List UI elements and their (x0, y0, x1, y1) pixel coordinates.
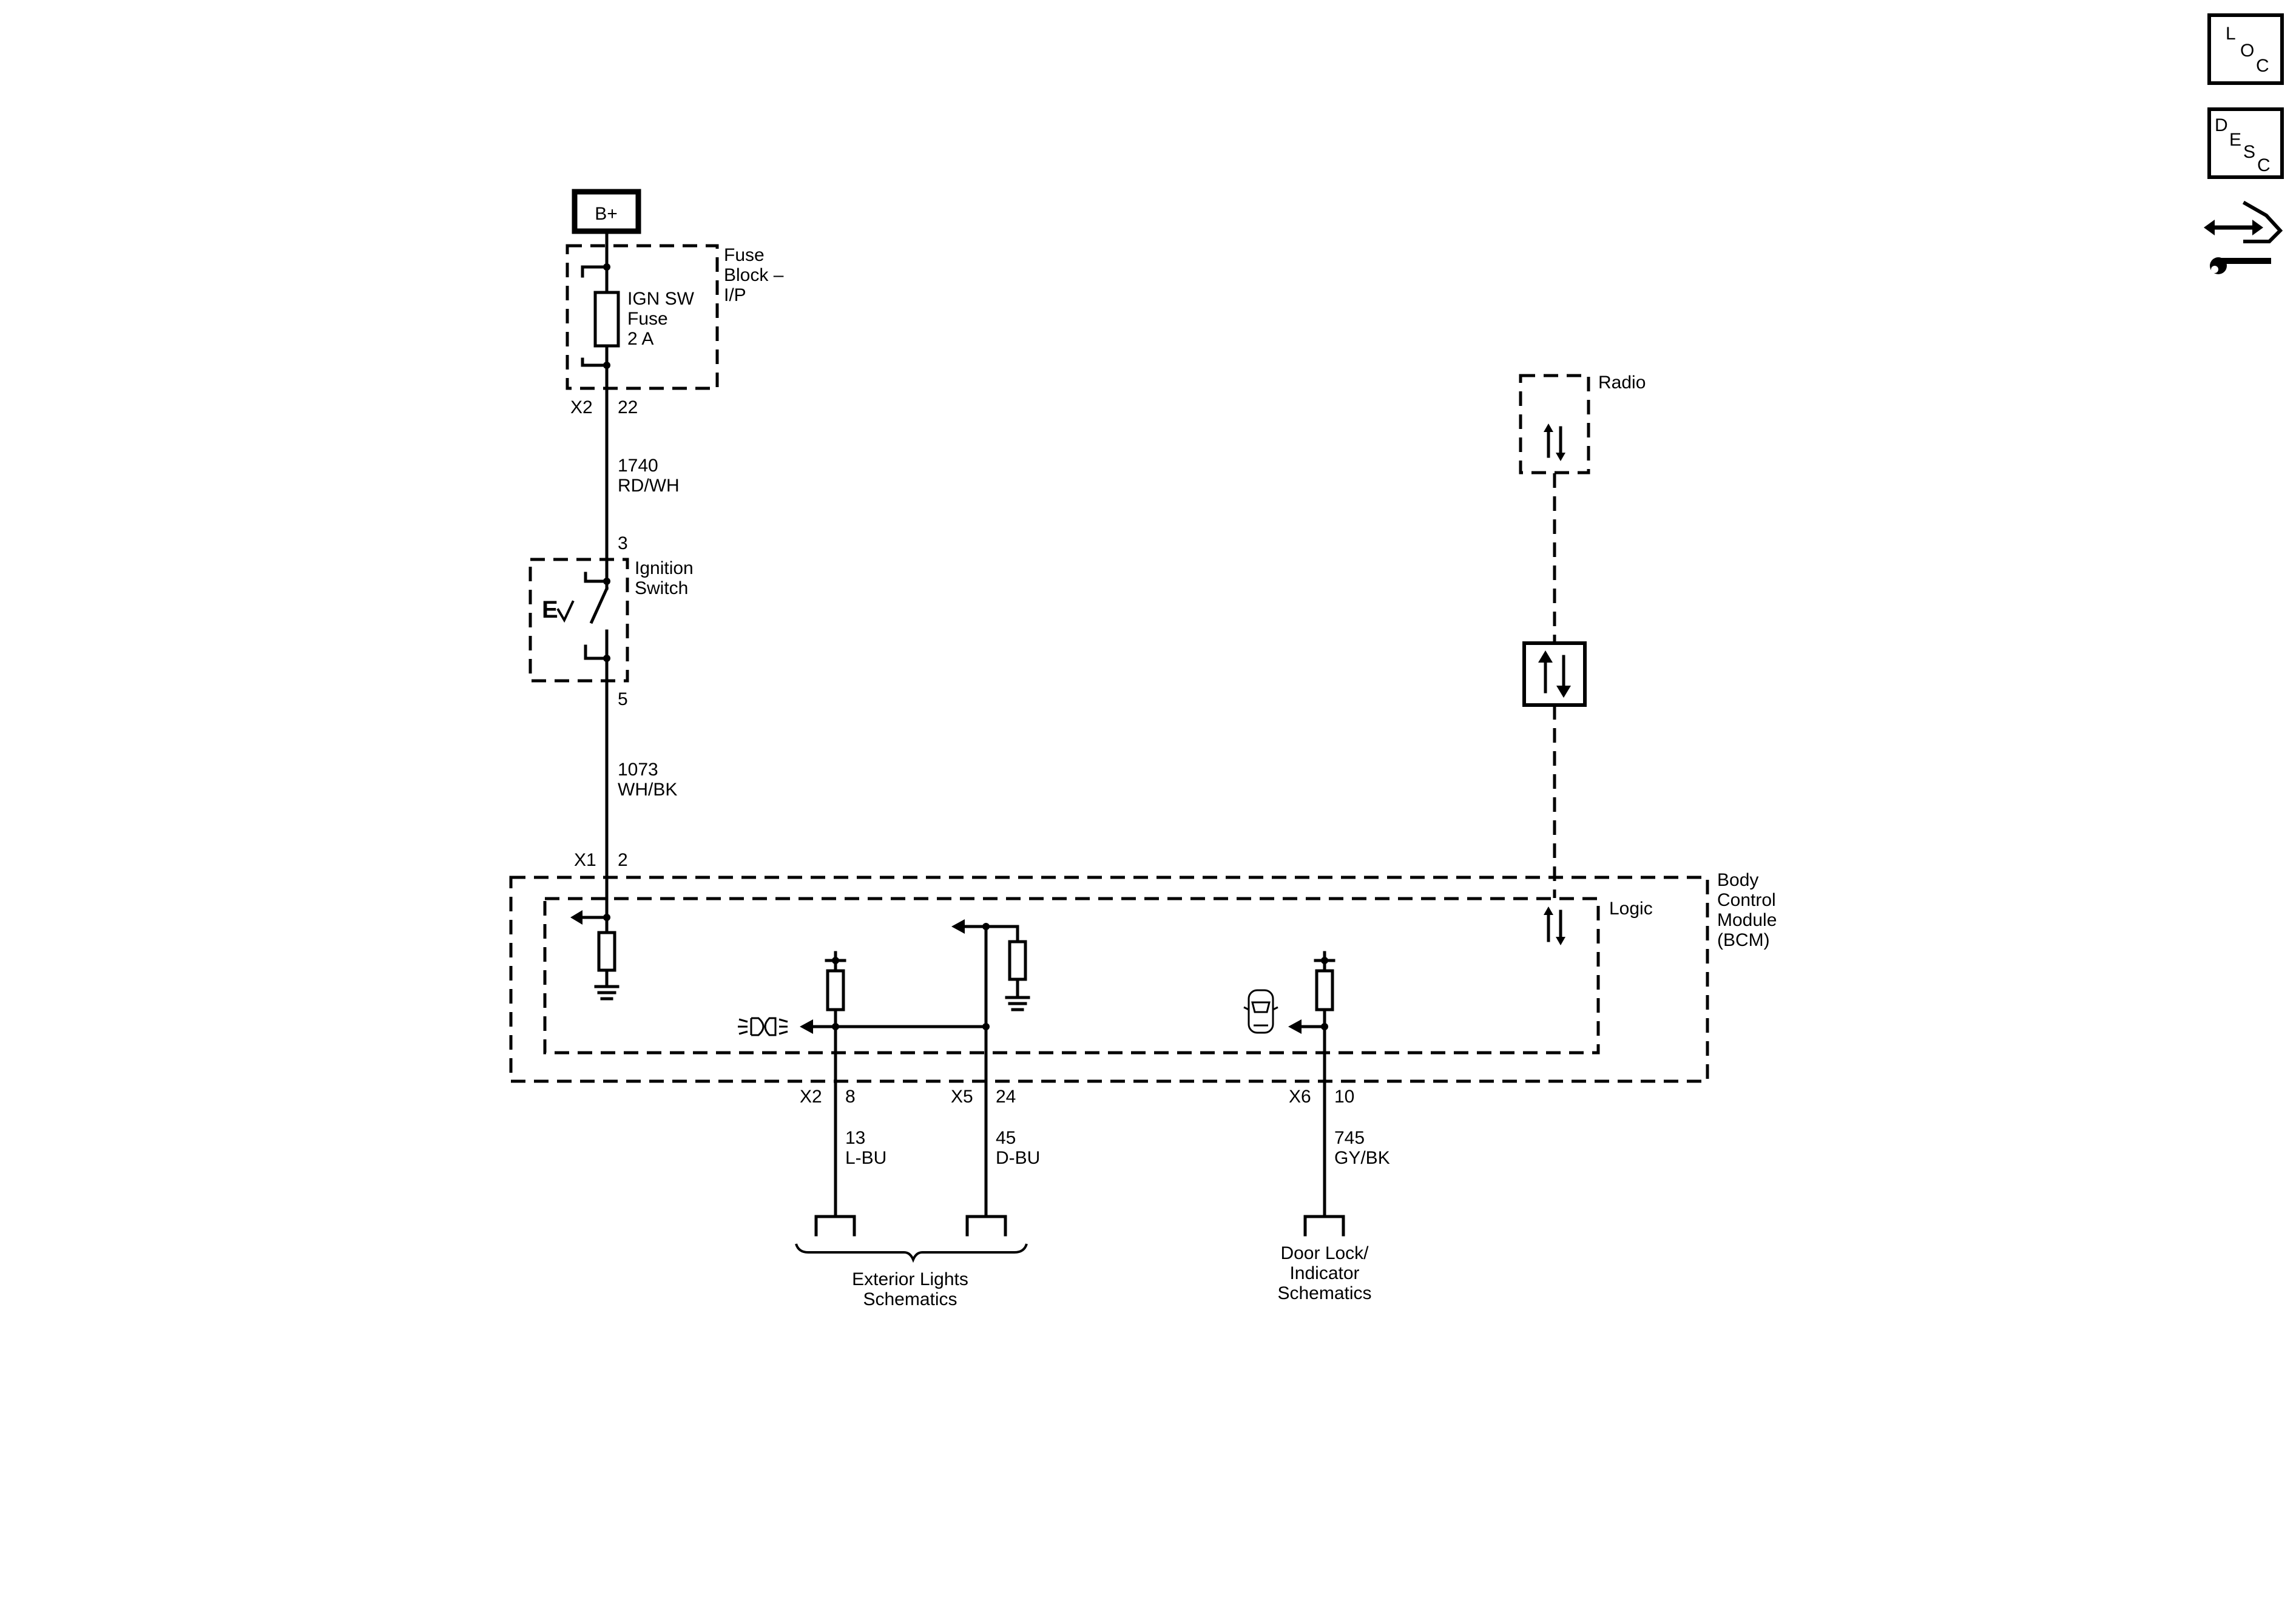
door-lock-label-3[interactable]: Schematics (1277, 1283, 1371, 1303)
output-connector-label: X5 (951, 1087, 973, 1107)
output-pin-label: 8 (845, 1087, 856, 1107)
output-x6-10: X6 10 745 GY/BK (1289, 1025, 1390, 1237)
connector-repair-icon[interactable] (2204, 200, 2283, 274)
battery-power-source: B+ (572, 189, 641, 234)
dimmer-output-circuit (951, 919, 1030, 1028)
bcm-name-1: Body (1717, 870, 1758, 890)
ev-icon: E (542, 596, 575, 623)
exterior-lights-label-1[interactable]: Exterior Lights (852, 1269, 968, 1289)
loc-letter-o: O (2240, 41, 2254, 61)
bcm-pin-in: 2 (618, 850, 628, 870)
serial-data-icon (1544, 424, 1565, 461)
bcm-name-2: Control (1717, 890, 1776, 910)
bcm-connector-in: X1 (574, 850, 596, 870)
door-lock-output-circuit (1243, 951, 1335, 1034)
ground-icon (594, 985, 620, 1001)
door-lock-label-1[interactable]: Door Lock/ (1280, 1243, 1369, 1263)
output-pin-label: 24 (996, 1087, 1016, 1107)
output-x2-8: X2 8 13 L-BU (800, 1025, 886, 1237)
door-lock-label-2[interactable]: Indicator (1289, 1263, 1359, 1283)
desc-button[interactable]: D E S C (2207, 107, 2284, 179)
wire-1740-circuit: 1740 (618, 456, 658, 476)
desc-letter-d: D (2215, 115, 2228, 135)
radio-label: Radio (1598, 373, 1646, 393)
output-pin-label: 10 (1334, 1087, 1354, 1107)
exterior-lights-schematics-link[interactable]: Exterior Lights Schematics (852, 1269, 968, 1309)
fuse-block-name-1: Fuse (724, 245, 765, 265)
output-circuit-label: 13 (845, 1128, 865, 1148)
bcm-logic-label: Logic (1609, 899, 1653, 919)
fuse-block-name-3: I/P (724, 285, 746, 305)
loc-letter-l: L (2226, 24, 2236, 44)
serial-data-icon (1544, 906, 1565, 945)
radio-module: Radio (1519, 373, 1646, 474)
headlamp-icon (738, 1017, 788, 1036)
exterior-lights-label-2[interactable]: Schematics (863, 1289, 957, 1309)
ignition-switch: 3 E Ignition Switch 5 (528, 533, 694, 709)
ignition-name-1: Ignition (635, 558, 694, 578)
bcm-logic-box (543, 897, 1600, 1055)
desc-letter-s: S (2243, 142, 2255, 162)
svg-text:E: E (542, 596, 558, 623)
output-x5-24: X5 24 45 D-BU (951, 1025, 1040, 1237)
bcm-name-4: (BCM) (1717, 930, 1770, 950)
output-connector-label: X2 (800, 1087, 822, 1107)
output-color-label: GY/BK (1334, 1148, 1390, 1168)
loc-button[interactable]: L O C (2207, 13, 2284, 85)
fuse-block: IGN SW Fuse 2 A Fuse Block – I/P (566, 244, 784, 390)
fuse-block-name-2: Block – (724, 265, 784, 285)
body-control-module: Body Control Module (BCM) Logic (509, 870, 1777, 1083)
data-communication-icon (1522, 641, 1587, 707)
loc-letter-c: C (2256, 56, 2269, 76)
fuse-pin-label: 22 (618, 397, 638, 417)
output-color-label: D-BU (996, 1148, 1040, 1168)
desc-letter-e: E (2229, 130, 2241, 150)
exterior-lights-output-circuit (738, 951, 990, 1036)
fuse-icon (593, 291, 620, 348)
output-circuit-label: 45 (996, 1128, 1016, 1148)
wire-1740-color: RD/WH (618, 476, 680, 496)
schematic-bracket (795, 1243, 1028, 1263)
fuse-label-2: Fuse (627, 309, 668, 329)
output-circuit-label: 745 (1334, 1128, 1365, 1148)
output-color-label: L-BU (845, 1148, 886, 1168)
ignition-pin-out: 5 (618, 689, 628, 709)
bcm-name-3: Module (1717, 910, 1777, 930)
wire-1073-circuit: 1073 (618, 760, 658, 780)
ignition-name-2: Switch (635, 578, 688, 598)
switch-contact (589, 586, 609, 624)
wire-1073-color: WH/BK (618, 780, 677, 800)
ignition-input-circuit (570, 910, 620, 1001)
ignition-pin-in: 3 (618, 533, 628, 553)
fuse-rating: 2 A (627, 329, 653, 349)
door-lock-schematics-link[interactable]: Door Lock/ Indicator Schematics (1277, 1243, 1371, 1303)
car-door-icon (1243, 989, 1278, 1034)
fuse-label-1: IGN SW (627, 289, 695, 309)
ground-icon (1005, 996, 1030, 1011)
fuse-connector-label: X2 (570, 397, 593, 417)
desc-letter-c: C (2257, 155, 2271, 175)
power-label: B+ (595, 204, 618, 224)
output-connector-label: X6 (1289, 1087, 1311, 1107)
